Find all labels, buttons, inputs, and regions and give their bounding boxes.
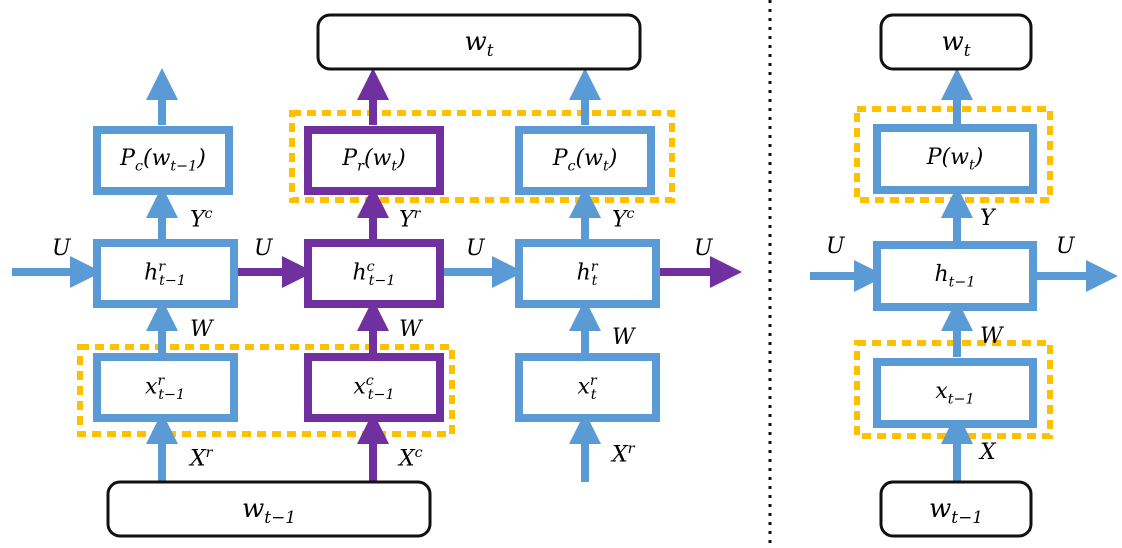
edge-label-u2: U [254,236,273,261]
x-r-box [515,353,660,422]
x-c-prev-box [304,353,444,422]
prob-c-box [515,126,655,195]
right-input-node-box [879,480,1033,538]
input-group-outline [77,344,455,437]
edge-label-w2: W [399,317,422,342]
right-edge-label-y: Y [980,206,995,231]
edge-label-u4: U [694,236,713,261]
edge-label-xr1: Xr [190,445,213,472]
input-node-label: wt−1 [242,493,296,528]
right-prob-box [873,124,1037,194]
edge-label-u3: U [466,236,485,261]
hidden-r-prev-label: hrt−1 [144,258,186,289]
output-node-box [316,13,642,71]
right-edge-label-w: W [980,324,1003,349]
prob-r-box [304,126,444,195]
x-r-label: xrt [577,372,597,403]
right-edge-label-x: X [980,440,996,465]
x-r-prev-label: xrt−1 [144,372,186,403]
right-hidden-label: ht−1 [934,262,976,291]
hidden-c-prev-label: hct−1 [352,258,396,289]
edge-label-xc: Xc [399,445,423,472]
hidden-r-prev-box [93,239,238,308]
right-edge-label-u-out: U [1056,234,1075,259]
edge-label-yc1: Yc [190,206,213,233]
edge-label-u1: U [52,236,71,261]
prob-c-label: Pc(wt) [552,146,618,175]
hidden-r-label: hrt [576,258,598,289]
edge-label-xr2: Xr [612,441,635,468]
right-output-node-label: wt [941,26,971,61]
right-hidden-box [873,241,1037,311]
right-edge-label-u-in: U [826,234,845,259]
right-x-label: xt−1 [935,379,975,408]
input-node-box [106,480,432,538]
right-input-node-label: wt−1 [929,493,983,528]
edge-label-w1: W [190,317,213,342]
right-prob-label: P(wt) [926,145,984,174]
x-c-prev-label: xct−1 [353,372,395,403]
edge-label-yc2: Yc [612,206,635,233]
hidden-r-box [515,239,660,308]
output-node-label: wt [464,26,494,61]
prob-r-label: Pr(wt) [342,146,406,175]
edge-label-w3: W [612,325,635,350]
output-group-outline [289,110,675,203]
prob-prev-label: Pc(wt−1) [120,146,206,175]
right-x-box [873,358,1037,428]
prob-prev-box [93,126,233,195]
x-r-prev-box [93,353,238,422]
hidden-c-prev-box [304,239,444,308]
right-output-node-box [879,13,1033,71]
edge-label-yr: Yr [399,206,421,233]
